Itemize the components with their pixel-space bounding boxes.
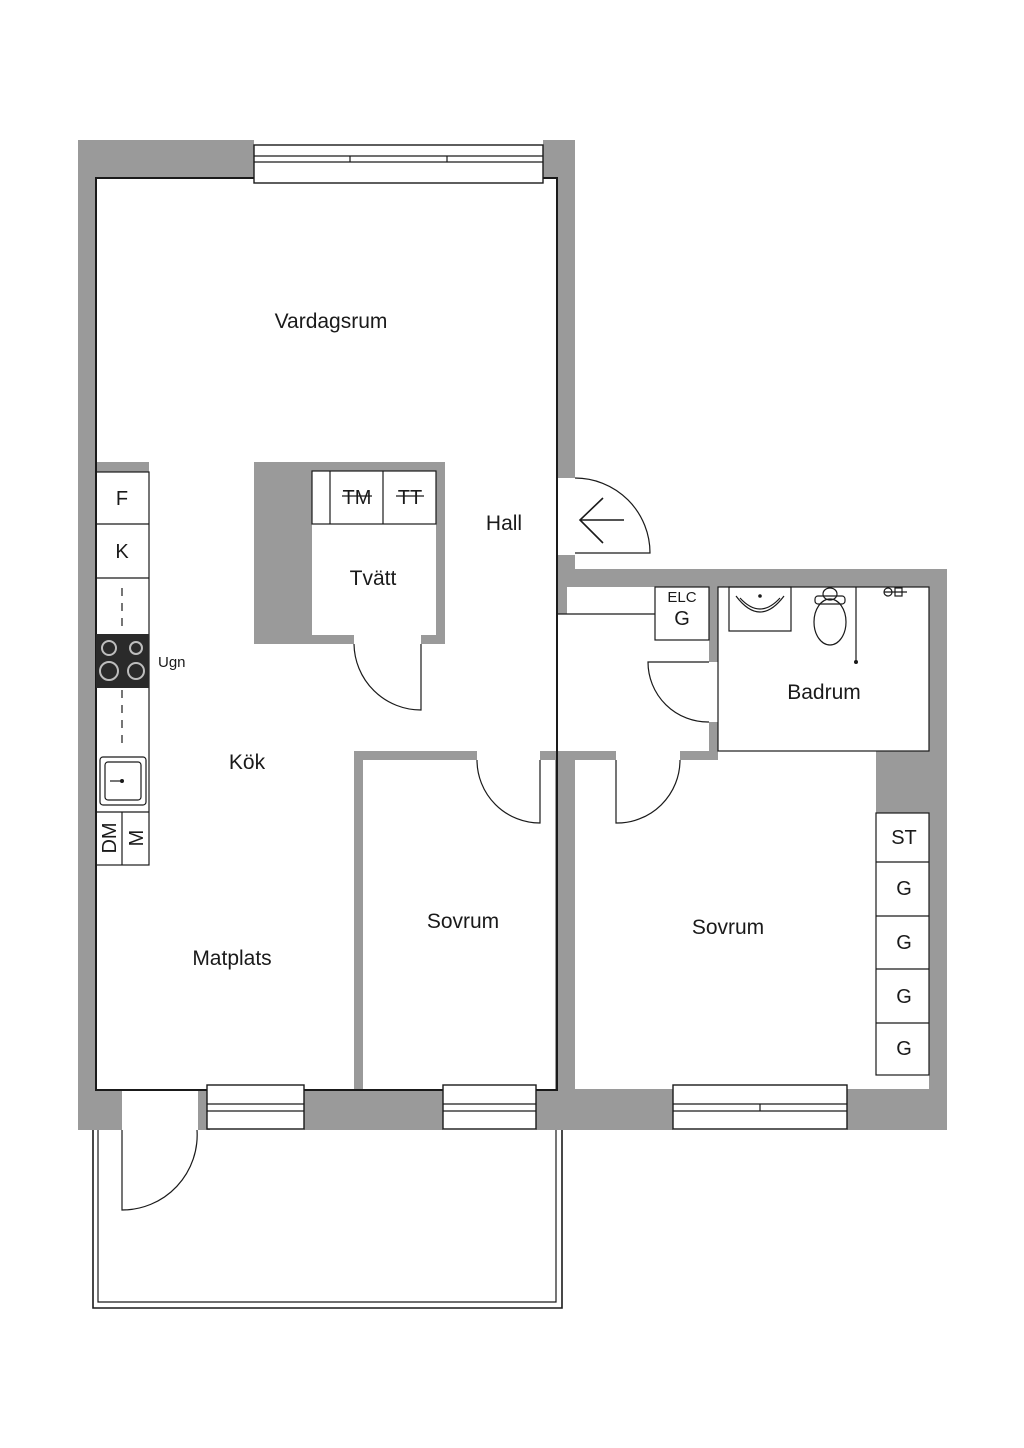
wall-laundry-right <box>436 462 445 644</box>
bathroom-outline <box>717 586 930 752</box>
wall-bath-left-lower <box>709 722 718 760</box>
label-microwave: M <box>126 830 148 847</box>
laundry-machines <box>311 470 437 525</box>
wall-laundry-top <box>312 462 445 471</box>
door-balcony <box>121 1129 198 1211</box>
label-oven: Ugn <box>158 654 186 671</box>
label-bedroom-small: Sovrum <box>427 910 499 933</box>
wardrobe-labels: ST G G G G <box>891 827 917 1060</box>
door-bedroom-large <box>615 759 681 824</box>
wall-bedroom-small-left <box>354 751 363 1090</box>
wardrobe-column <box>875 812 930 1076</box>
label-cleaning-cabinet: ST <box>891 827 917 849</box>
wall-left <box>78 140 96 1130</box>
door-laundry <box>353 643 422 711</box>
appliance-labels: F K Ugn DM M TM TT ELC G <box>99 487 697 854</box>
walls <box>78 140 947 1130</box>
hall-cabinets <box>557 586 710 641</box>
label-kitchen: Kök <box>229 751 266 774</box>
shower-icon <box>854 587 907 664</box>
label-fridge: F <box>116 488 128 510</box>
wall-elc <box>557 587 567 614</box>
wall-bottom-1 <box>78 1089 122 1130</box>
label-bathroom: Badrum <box>787 681 861 704</box>
wall-bedroom-divider <box>555 751 575 1090</box>
wall-top-left <box>78 140 254 178</box>
entrance-arrow-icon <box>578 497 624 544</box>
label-dining: Matplats <box>192 947 271 970</box>
door-entrance <box>574 477 651 554</box>
label-wardrobe: G <box>896 878 912 900</box>
label-hall: Hall <box>486 512 522 535</box>
toilet-icon <box>813 587 847 646</box>
doors <box>121 477 710 1211</box>
wall-bath-top <box>557 569 947 587</box>
wall-corner-block <box>876 751 947 813</box>
washbasin-icon <box>728 586 792 632</box>
wall-laundry-block <box>254 462 312 644</box>
sink-icon <box>99 756 147 806</box>
wall-laundry-bottom-left <box>254 635 354 644</box>
label-wardrobe: G <box>896 932 912 954</box>
label-washer: TM <box>343 487 372 509</box>
label-laundry: Tvätt <box>350 567 397 590</box>
wall-bath-left-upper <box>709 587 718 662</box>
room-labels: Vardagsrum Hall Tvätt Kök Matplats Sovru… <box>192 310 860 970</box>
balcony <box>92 1130 563 1309</box>
wall-right-upper <box>557 140 575 478</box>
label-elc: ELC <box>667 589 696 606</box>
label-wardrobe: G <box>896 986 912 1008</box>
wall-bedroom-top-mid <box>540 751 616 760</box>
wall-bottom-5 <box>847 1089 947 1130</box>
label-wardrobe: G <box>896 1038 912 1060</box>
wall-kitchen-stub <box>96 462 149 472</box>
window-living <box>253 144 544 184</box>
label-living: Vardagsrum <box>275 310 388 333</box>
label-elc-wardrobe: G <box>674 608 690 630</box>
door-bedroom-small <box>476 759 541 824</box>
wall-bedroom-small-top <box>354 751 477 760</box>
door-bathroom <box>647 661 710 723</box>
label-freezer: K <box>115 541 129 563</box>
label-dryer: TT <box>398 487 422 509</box>
stove-icon <box>96 634 149 688</box>
wall-bottom-3 <box>304 1089 443 1130</box>
label-dishwasher: DM <box>99 822 121 853</box>
wall-bedroom-large-top <box>680 751 718 760</box>
windows <box>206 144 848 1130</box>
wall-right-outer <box>929 569 947 1129</box>
window-dining <box>206 1084 305 1130</box>
wall-bottom-4 <box>536 1089 673 1130</box>
label-bedroom-large: Sovrum <box>692 916 764 939</box>
wall-laundry-bottom-right <box>421 635 445 644</box>
window-bedroom-small <box>442 1084 537 1130</box>
